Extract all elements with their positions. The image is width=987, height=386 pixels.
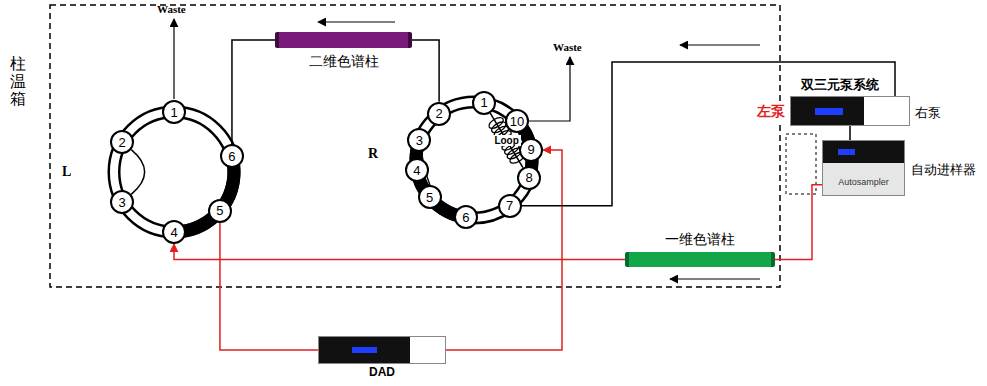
valve-label: R [368,146,378,162]
valve-solid-arc [174,156,234,232]
edge-label: Loop [492,135,520,146]
device-display [838,149,856,155]
port-number: 1 [480,96,487,109]
valve-port: 2 [110,130,134,154]
valve-port: 9 [519,138,543,162]
pipe-connector [131,150,144,195]
port-number: 6 [462,211,469,224]
pipe-connector [775,185,822,260]
port-number: 3 [118,196,125,209]
flow-arrow [318,21,395,22]
valve-port: 7 [498,194,522,218]
valve-channel [114,112,234,232]
pump-name: 左泵 [757,103,785,121]
valve-ring [114,112,234,232]
valve-port: 10 [505,109,529,133]
device-display [815,108,843,115]
port-number: 7 [506,199,513,212]
port-number: 10 [510,115,524,128]
valve-port: 4 [162,220,186,244]
valve-port: 5 [418,185,442,209]
device-panel [823,141,904,163]
port-number: 4 [413,164,420,177]
device-model: Autosampler [838,177,889,187]
valve-channel [416,102,532,218]
valve-label: L [62,164,71,180]
column-bar: 一维色谱柱 [625,252,775,267]
loop-coil [487,115,505,130]
detector-unit: DAD [318,336,446,364]
system-name: 双三元泵系统 [801,76,879,94]
port-number: 3 [416,134,423,147]
pipe-connector [522,62,895,206]
valve-port: 1 [162,100,186,124]
valve-port: 3 [110,190,134,214]
column-name: 一维色谱柱 [665,231,735,249]
valve-port: 6 [220,144,244,168]
column-bar: 二维色谱柱 [275,32,412,48]
device-name: DAD [369,366,395,378]
pump-unit: 双三元泵系统左泵右泵 [790,96,910,126]
port-number: 2 [118,136,125,149]
oven-label: 柱温箱 [10,55,26,108]
device-name: 自动进样器 [911,161,976,179]
port-number: 4 [170,226,177,239]
flow-arrow [680,44,760,45]
pipe-connector [446,150,562,350]
waste-label: Waste [553,41,582,53]
oven-boundary [50,5,780,287]
device-display [352,347,377,353]
valve-port: 5 [208,199,232,223]
valve-port: 3 [407,128,431,152]
autosampler-unit: Autosampler自动进样器 [822,140,905,196]
column-name: 二维色谱柱 [309,53,379,71]
valve-ring [416,102,532,218]
pipe-connector [220,223,318,350]
valve-port: 6 [454,205,478,229]
pipe-connector [412,40,439,102]
pipe-connector [174,244,625,260]
port-number: 5 [426,191,433,204]
waste-line [529,57,570,121]
port-number: 6 [228,150,235,163]
valve-port: 2 [427,102,451,126]
waste-line [173,19,174,99]
port-number: 1 [170,106,177,119]
valve-port: 4 [405,158,429,182]
port-number: 8 [526,171,533,184]
valve-port: 1 [472,91,496,115]
port-number: 2 [435,107,442,120]
waste-label: Waste [157,3,186,15]
pipe-connector [232,40,275,144]
port-number: 9 [527,143,534,156]
port-number: 5 [216,204,223,217]
pipe-connector [849,126,851,140]
valve-port: 8 [517,166,541,190]
flow-arrow [670,278,760,279]
pump-name: 右泵 [915,104,941,122]
